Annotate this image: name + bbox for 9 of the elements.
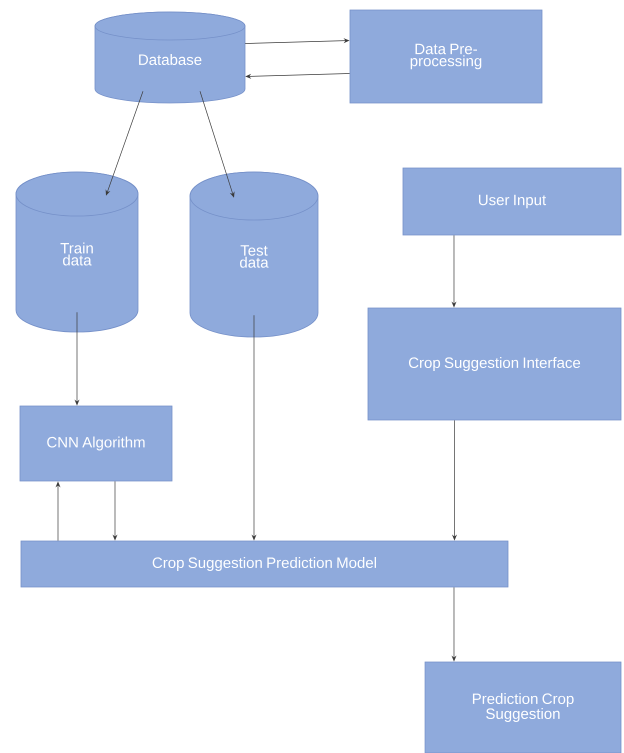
input-box: User Input: [402, 168, 622, 236]
process-box: Crop Suggestion Interface: [368, 308, 622, 420]
output-box: Prediction Crop Suggestion: [424, 662, 622, 753]
model-box: Crop Suggestion Prediction Model: [20, 540, 508, 588]
database-cylinder: Train data: [16, 172, 138, 332]
process-box: Data Pre-processing: [350, 10, 542, 104]
database-cylinder: Test data: [190, 172, 318, 338]
database-cylinder: Database: [94, 12, 246, 104]
process-box: CNN Algorithm: [20, 406, 172, 482]
